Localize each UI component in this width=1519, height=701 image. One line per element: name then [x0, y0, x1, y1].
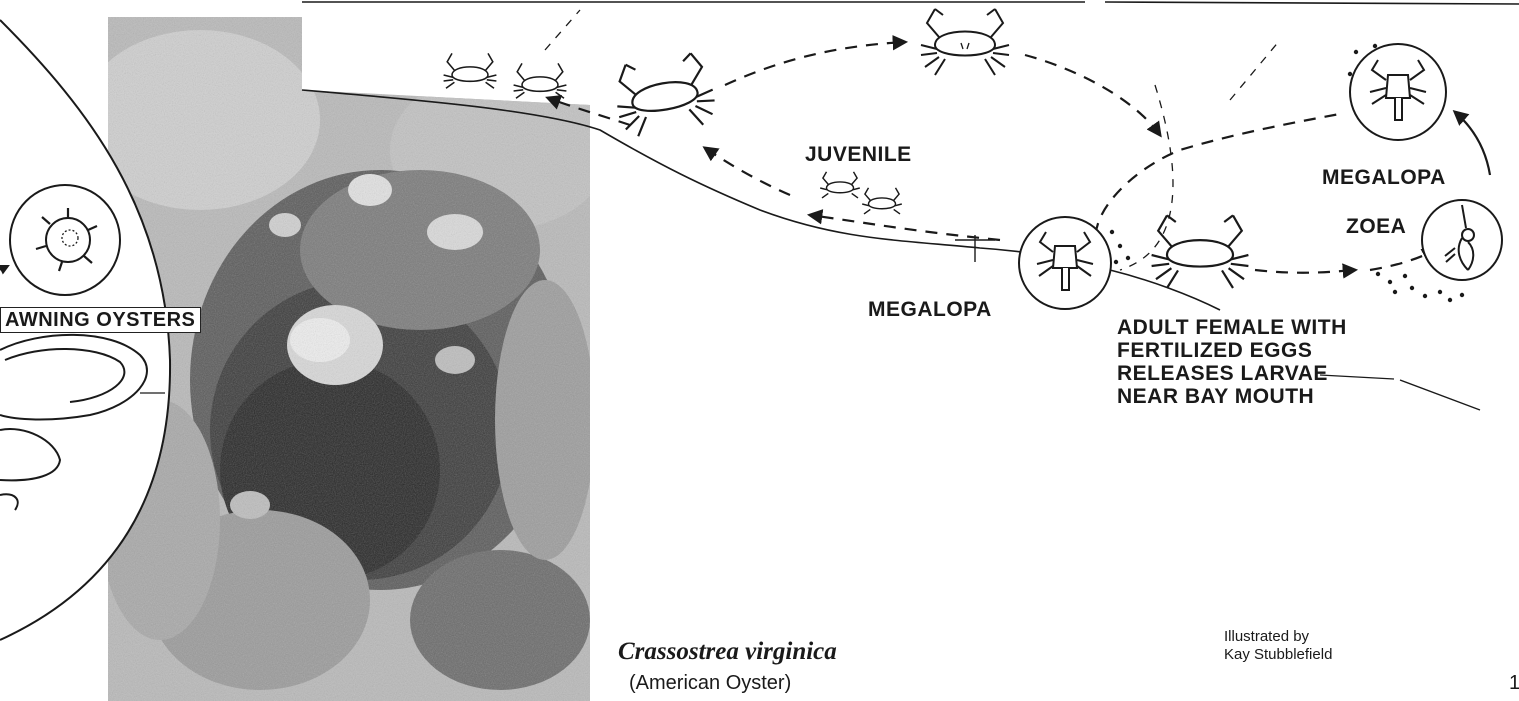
megalopa-circle-icon-bottom	[1019, 217, 1111, 309]
species-name: Crassostrea virginica	[618, 638, 837, 666]
migration-arrows	[548, 40, 1435, 273]
credit-line-2: Kay Stubblefield	[1224, 646, 1332, 664]
adult-female-caption: ADULT FEMALE WITH FERTILIZED EGGS RELEAS…	[1117, 316, 1347, 408]
small-crab-icon-2	[514, 63, 567, 98]
spawning-oysters-label: AWNING OYSTERS	[0, 307, 201, 333]
common-name: (American Oyster)	[629, 672, 791, 695]
zoea-circle-icon	[1422, 200, 1502, 280]
credit-line-1: Illustrated by	[1224, 628, 1332, 646]
page-number-fragment: 1	[1509, 672, 1519, 695]
left-edge-dash	[545, 10, 580, 50]
megalopa-circle-icon-top	[1350, 44, 1446, 140]
top-rule	[302, 2, 1519, 4]
adult-female-line-2: FERTILIZED EGGS	[1117, 339, 1347, 362]
adult-crab-icon-top-center	[921, 9, 1009, 75]
adult-female-line-3: RELEASES LARVAE	[1117, 362, 1347, 385]
zoea-label: ZOEA	[1346, 215, 1406, 239]
juvenile-crab-icon-2	[862, 188, 902, 214]
juvenile-crab-icon-1	[820, 172, 860, 198]
adult-female-line-4: NEAR BAY MOUTH	[1117, 385, 1347, 408]
megalopa-label-bottom: MEGALOPA	[868, 298, 992, 322]
deep-water-line	[1400, 380, 1480, 410]
small-crab-icon-1	[444, 53, 497, 88]
megalopa-return-arrow	[1455, 112, 1490, 175]
adult-female-line-1: ADULT FEMALE WITH	[1117, 316, 1347, 339]
juvenile-label: JUVENILE	[805, 143, 912, 167]
illustrator-credit: Illustrated by Kay Stubblefield	[1224, 628, 1332, 664]
megalopa-label-top: MEGALOPA	[1322, 166, 1446, 190]
adult-crab-icon-left	[610, 51, 718, 139]
adult-female-crab-icon	[1152, 215, 1249, 288]
